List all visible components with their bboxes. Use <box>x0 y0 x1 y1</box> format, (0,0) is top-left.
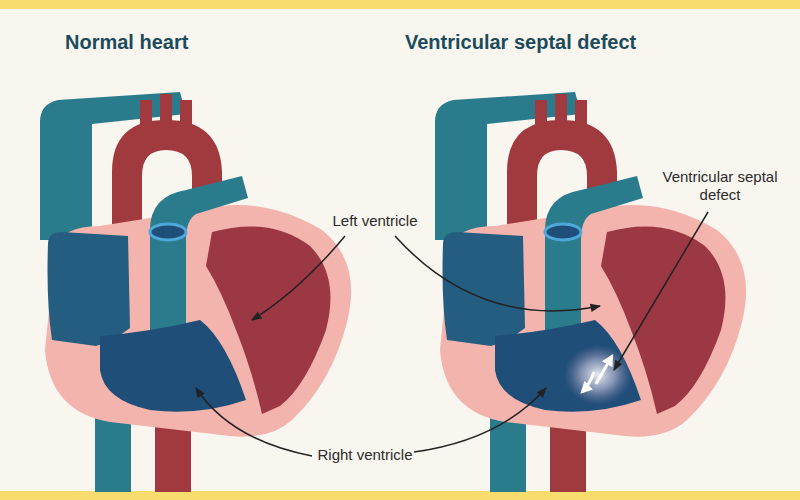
shunt-arrow <box>582 372 594 392</box>
leader-line <box>395 236 600 311</box>
panel-title: Normal heart <box>65 30 188 54</box>
part-label: Right ventricle <box>300 446 430 464</box>
shunt-arrow <box>596 356 612 384</box>
leader-line <box>252 236 345 320</box>
leader-line <box>414 388 546 452</box>
defect-glow <box>564 345 632 405</box>
callout-label: Ventricular septal defect <box>655 168 785 204</box>
panel-title: Ventricular septal defect <box>405 30 636 54</box>
leader-line <box>196 388 312 456</box>
top-band <box>0 0 800 9</box>
part-label: Left ventricle <box>315 212 435 230</box>
defect-heart <box>435 92 746 492</box>
bottom-band <box>0 491 800 500</box>
normal-heart <box>40 92 351 492</box>
leader-line <box>614 212 708 370</box>
